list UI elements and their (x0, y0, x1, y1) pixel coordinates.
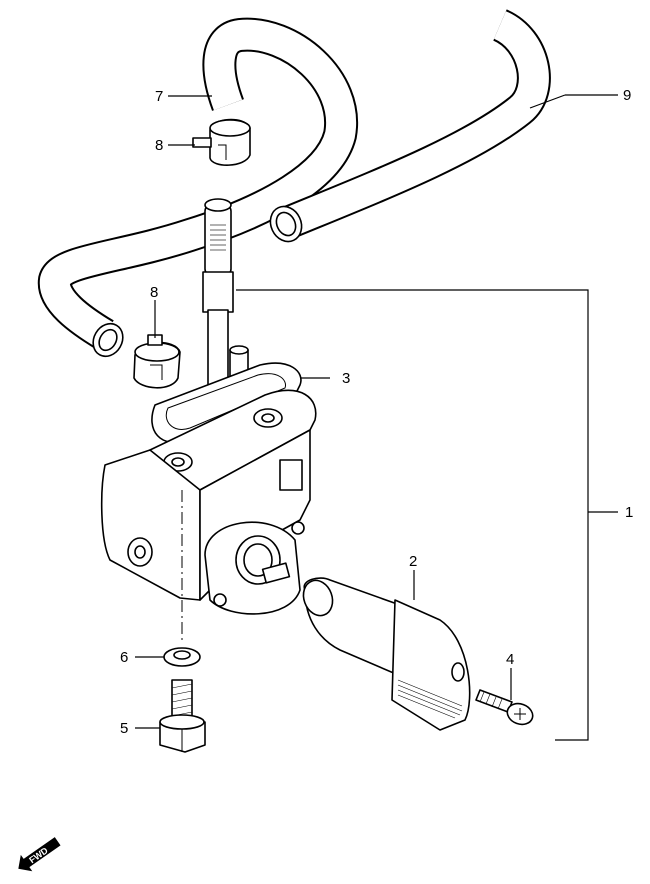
fuel-cock-assembly (100, 198, 317, 615)
callout-7: 7 (155, 88, 163, 105)
callout-2: 2 (409, 553, 417, 570)
callout-9: 9 (623, 87, 631, 104)
clamp-8-lower (133, 334, 181, 389)
leader-lines (135, 94, 618, 741)
callout-4: 4 (506, 651, 514, 668)
washer-6 (163, 647, 201, 667)
callout-8-upper: 8 (155, 137, 163, 154)
callout-3: 3 (342, 370, 350, 387)
callout-8-lower: 8 (150, 284, 158, 301)
screw-4 (475, 689, 534, 726)
clamp-8-upper (192, 118, 251, 166)
callout-5: 5 (120, 720, 128, 737)
hose-7 (37, 17, 359, 358)
callout-1: 1 (625, 504, 633, 521)
lever-2 (302, 577, 471, 731)
bolt-5 (159, 679, 206, 753)
hose-9 (269, 9, 551, 243)
callout-6: 6 (120, 649, 128, 666)
fwd-arrow-icon: FWD (18, 837, 61, 872)
